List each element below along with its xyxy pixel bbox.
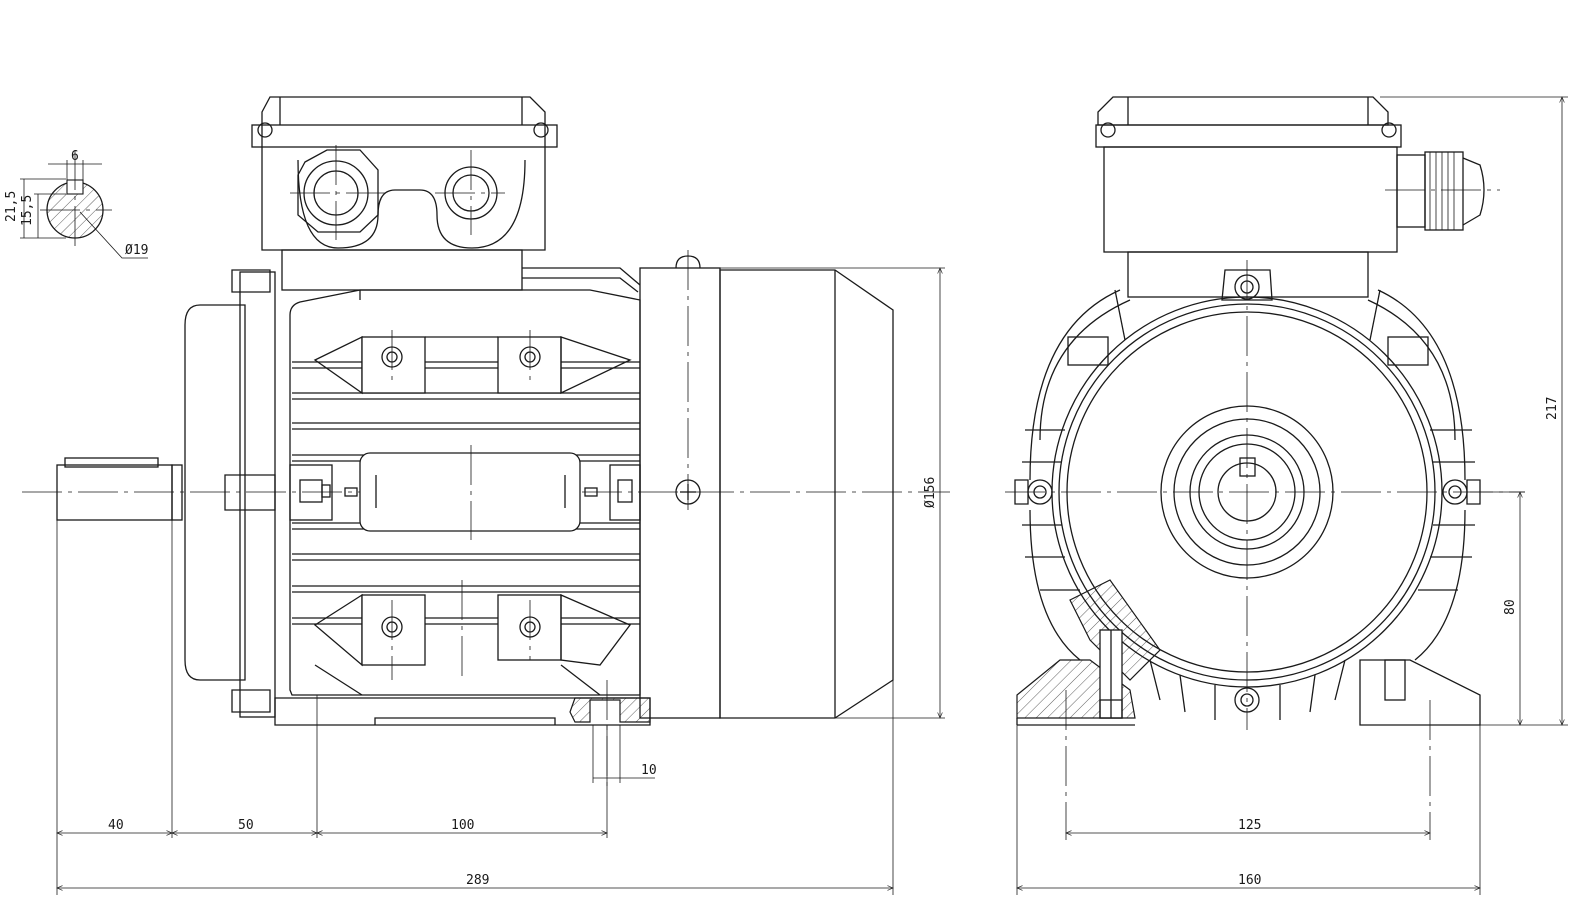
base-foot-side bbox=[274, 697, 651, 726]
motor-front-view: 217 80 125 160 bbox=[1005, 97, 1568, 895]
nameplate bbox=[359, 452, 581, 532]
base-foot-front bbox=[1016, 579, 1481, 840]
foot-section-hatch bbox=[569, 697, 651, 723]
terminal-box-front bbox=[1095, 96, 1500, 298]
shaft-diameter-label: Ø19 bbox=[125, 243, 148, 258]
shaft-key bbox=[64, 457, 159, 468]
overall-height-label: 217 bbox=[1545, 397, 1560, 420]
end-shield-bolts bbox=[1014, 269, 1481, 713]
shaft-key-front bbox=[1239, 457, 1256, 477]
foot-width-label: 160 bbox=[1238, 873, 1261, 888]
shaft bbox=[56, 464, 173, 521]
body-diameter-label: Ø156 bbox=[923, 477, 938, 508]
shaft-length-label: 40 bbox=[108, 818, 124, 833]
fan-cover-side bbox=[639, 250, 894, 719]
key-height-outer-label: 21,5 bbox=[4, 191, 19, 222]
overall-length-label: 289 bbox=[466, 873, 489, 888]
stator-body bbox=[289, 289, 641, 696]
front-end-shield bbox=[184, 304, 246, 681]
shaft-section-detail: 6 21,5 15,5 Ø19 bbox=[4, 149, 148, 259]
terminal-box-side bbox=[251, 96, 558, 291]
foot-hole-spacing-label: 100 bbox=[451, 818, 474, 833]
key-height-inner-label: 15,5 bbox=[20, 195, 35, 226]
key-width-label: 6 bbox=[71, 149, 79, 164]
foot-thickness-label: 10 bbox=[641, 763, 657, 778]
front-fins bbox=[1029, 289, 1466, 661]
cable-gland bbox=[1396, 154, 1426, 228]
lifting-bosses bbox=[313, 330, 632, 696]
front-foot-spacing-label: 125 bbox=[1238, 818, 1261, 833]
shaft-to-foot-label: 50 bbox=[238, 818, 254, 833]
motor-side-view: Ø156 40 50 100 289 10 bbox=[22, 96, 950, 895]
center-height-label: 80 bbox=[1503, 599, 1518, 615]
